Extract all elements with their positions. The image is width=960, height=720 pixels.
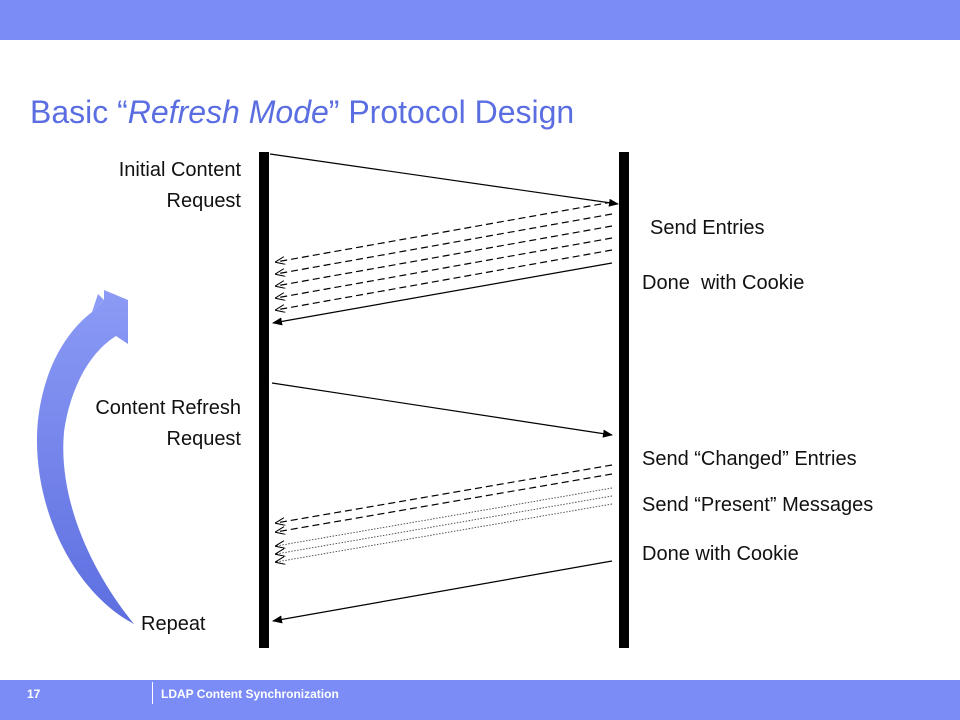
send-entries-label: Send Entries	[650, 217, 765, 239]
initial-request-line2: Request	[166, 190, 242, 212]
footer-bar	[0, 680, 960, 720]
slide-title: Basic “Refresh Mode” Protocol Design	[30, 94, 574, 131]
present-messages-arrows	[276, 487, 613, 562]
page-number: 17	[27, 687, 41, 701]
title-suffix: ” Protocol Design	[328, 94, 575, 130]
with-cookie-word: with Cookie	[700, 272, 805, 294]
server-lifeline	[619, 152, 629, 648]
send-changed-entries-label: Send “Changed” Entries	[642, 448, 857, 470]
done-cookie-arrow-2	[272, 560, 613, 624]
footer-title: LDAP Content Synchronization	[161, 687, 339, 701]
initial-request-arrow	[269, 153, 619, 207]
done-with-cookie-label-1: Done with Cookie	[642, 268, 804, 299]
refresh-request-arrow	[271, 382, 613, 438]
client-lifeline	[259, 152, 269, 648]
initial-request-label: Initial Content Request	[60, 155, 241, 217]
initial-request-line1: Initial Content	[118, 159, 241, 181]
refresh-request-label: Content Refresh Request	[40, 393, 241, 455]
refresh-request-line1: Content Refresh	[95, 397, 241, 419]
changed-entries-arrows	[276, 464, 613, 532]
done-word: Done	[642, 272, 690, 294]
done-cookie-arrow-1	[272, 262, 613, 326]
title-prefix: Basic “	[30, 94, 128, 130]
repeat-arc-arrow	[36, 290, 134, 624]
repeat-arc-head	[92, 294, 104, 312]
repeat-label: Repeat	[141, 613, 206, 635]
header-bar	[0, 0, 960, 40]
done-with-cookie-label-2: Done with Cookie	[642, 543, 799, 565]
send-present-messages-label: Send “Present” Messages	[642, 494, 874, 516]
send-entries-arrows	[276, 201, 613, 310]
refresh-request-line2: Request	[166, 428, 242, 450]
footer-divider	[152, 682, 153, 704]
title-emphasis: Refresh Mode	[127, 94, 329, 130]
